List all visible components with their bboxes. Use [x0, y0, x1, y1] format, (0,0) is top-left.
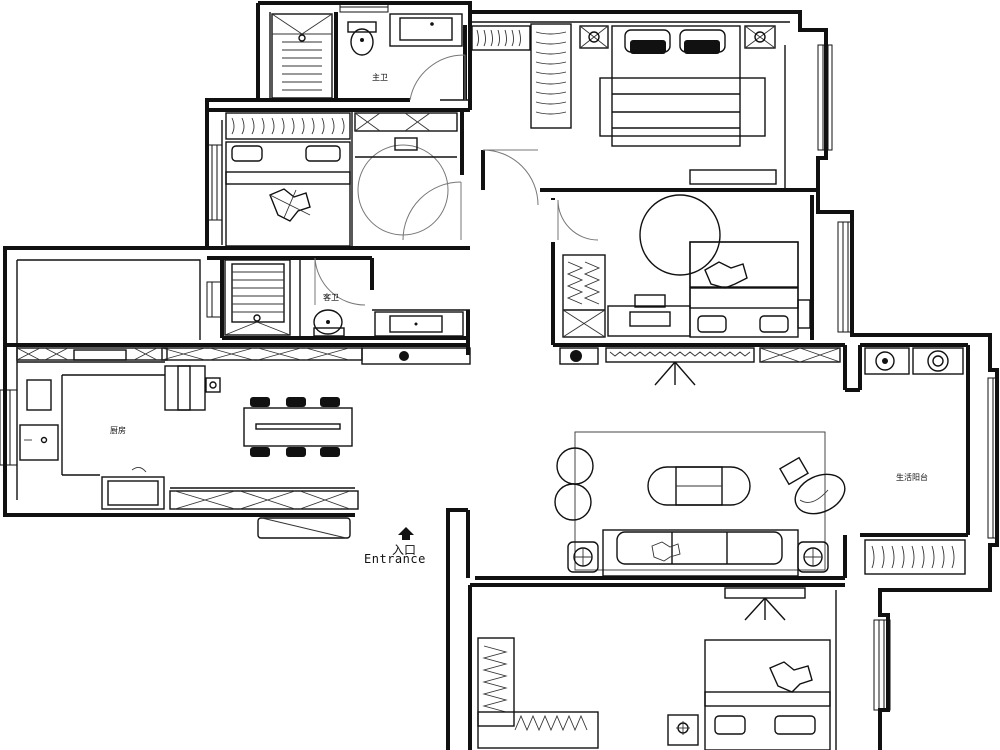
side-table-icon [797, 541, 829, 573]
sink-icon [374, 311, 464, 337]
room-label-master-bath: 主卫 [372, 73, 388, 82]
upper-bedroom-furniture [225, 112, 458, 247]
bed-icon [225, 141, 351, 247]
side-table-icon [567, 541, 599, 573]
toilet-icon [347, 21, 377, 56]
tv-stand-icon [654, 361, 696, 386]
dining-table-icon [243, 397, 353, 457]
shower-grate-icon [224, 259, 291, 336]
entrance-label-cn: 入口 [392, 543, 417, 557]
hatched-cabinet-icon [559, 347, 841, 365]
desk-icon [354, 112, 458, 158]
living-room-furniture [554, 431, 846, 577]
base-cabinets-icon [169, 490, 359, 510]
nightstand-right-icon [744, 25, 776, 49]
nightstand-icon [667, 714, 699, 746]
kitchen-fixtures [16, 347, 471, 539]
stool-icon [554, 483, 592, 521]
range-hood-icon [164, 365, 221, 411]
fridge-icon [26, 379, 52, 411]
coffee-table-icon [647, 466, 751, 506]
balcony-fixtures [864, 347, 966, 575]
room-label-guest-bath: 客卫 [323, 293, 339, 302]
tv-console-icon [689, 169, 777, 185]
interior-walls [5, 12, 970, 750]
guest-bath-fixtures [224, 259, 464, 337]
lower-bedroom-furniture [477, 587, 831, 750]
up-arrow-icon [398, 527, 414, 540]
entry-cabinet-icon [361, 347, 471, 365]
room-label-balcony: 生活阳台 [896, 473, 928, 482]
sink-icon [389, 13, 463, 47]
bed-icon [704, 639, 831, 750]
toilet-icon [313, 309, 345, 337]
bed-icon [689, 241, 811, 338]
wardrobe-icon [562, 254, 606, 338]
room-label-kitchen: 厨房 [110, 426, 126, 435]
upper-cabinets-icon [16, 347, 363, 361]
desk-icon [607, 294, 691, 337]
storage-cabinet-icon [864, 539, 966, 575]
shower-grate-icon [271, 13, 333, 91]
windows [0, 2, 999, 711]
entrance-label-en: Entrance [364, 552, 426, 566]
closet-hangers-icon [471, 23, 572, 129]
master-bedroom-furniture [471, 23, 777, 185]
cooktop-icon [101, 467, 165, 510]
shoe-cabinet-icon [257, 517, 351, 539]
kitchen-sink-icon [19, 424, 59, 461]
door-swings [314, 54, 599, 306]
wardrobe-icon [477, 637, 599, 749]
armchair-icon [779, 456, 846, 515]
middle-bedroom-furniture [559, 194, 841, 386]
nightstand-left-icon [579, 25, 609, 49]
tv-stand-icon [724, 587, 806, 621]
closet-hangers-icon [225, 112, 351, 140]
washer-icon [864, 347, 964, 375]
sofa-icon [602, 529, 799, 577]
master-bath-fixtures [271, 13, 463, 99]
master-bed-icon [599, 25, 766, 147]
